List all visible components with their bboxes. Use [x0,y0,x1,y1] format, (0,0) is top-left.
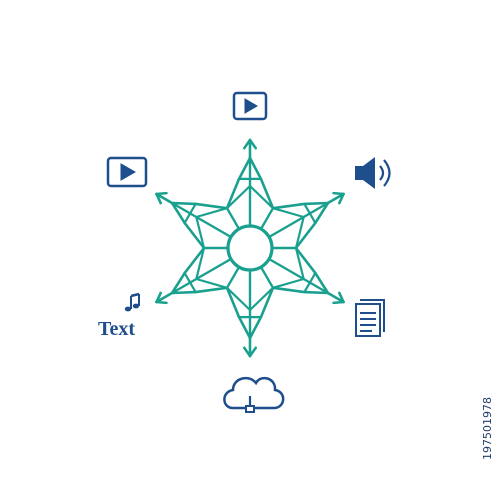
arrow-head [242,138,252,150]
arm-spine [267,257,305,281]
arm-lattice [248,184,275,210]
arrow-head [155,192,162,205]
arm-edge [303,290,330,295]
arm-lattice [294,246,305,281]
arm-lattice [271,277,305,289]
arm-lattice [195,207,229,219]
arm-edge [259,286,275,319]
arm-crossbar [183,202,197,225]
arrow-head [338,192,345,205]
arm-spine [170,277,198,295]
arm-lattice [195,215,206,250]
hub-spoke [225,206,241,231]
arm-spine [170,201,198,219]
arrow-shaft [155,291,174,304]
arm-edge [237,156,252,181]
arm-edge [225,286,241,319]
arm-edge [271,286,306,294]
arm-lattice [294,215,305,250]
side-code-label: 197501978 [481,397,494,460]
arm-edge [237,315,252,340]
arm-spine [302,201,330,219]
arm-crossbar [303,271,317,294]
arm-edge [170,201,186,225]
arm-spine [195,257,233,281]
arm-spine [302,277,330,295]
arrow-head [155,300,168,305]
arm-edge [170,201,197,206]
arm-edge [303,201,330,206]
arm-lattice [195,277,229,289]
hub-spoke [259,265,275,290]
arrow-head [332,191,345,196]
arm-edge [314,271,330,295]
arm-lattice [195,246,206,281]
music-text-icon: Text [98,292,140,340]
arm-lattice [225,184,252,210]
arm-edge [248,156,263,181]
arm-edge [170,271,186,295]
arrow-shaft [326,291,345,304]
arrow-head [155,291,162,304]
arm-lattice [225,286,252,312]
arrow-head [332,300,345,305]
music-note-icon [124,292,140,312]
speaker-icon [355,157,391,189]
document-icon [355,299,385,337]
arm-edge [248,315,263,340]
cloud-upload-icon [223,376,285,413]
hub-spoke [225,265,241,290]
arm-edge [194,202,229,210]
arm-spine [267,215,305,239]
arrow-head [155,191,168,196]
arm-edge [294,246,317,275]
network-star [155,138,345,358]
arm-lattice [271,207,305,219]
arm-lattice [248,286,275,312]
arrow-shaft [155,192,174,205]
center-node [226,224,274,272]
arm-edge [259,177,275,210]
arm-edge [314,201,330,225]
arrow-head [248,138,258,150]
arm-crossbar [303,202,317,225]
arrow-head [248,346,258,358]
arm-edge [183,221,206,250]
arrow-head [338,291,345,304]
arrow-shaft [326,192,345,205]
arm-edge [294,221,317,250]
video-play-icon [232,91,268,121]
arm-spine [195,215,233,239]
arm-edge [194,286,229,294]
arm-edge [170,290,197,295]
hub-spoke [259,206,275,231]
video-play-icon [106,156,148,188]
arm-edge [271,202,306,210]
arm-edge [183,246,206,275]
arm-edge [225,177,241,210]
arm-crossbar [183,271,197,294]
arrow-head [242,346,252,358]
text-label: Text [98,318,135,340]
